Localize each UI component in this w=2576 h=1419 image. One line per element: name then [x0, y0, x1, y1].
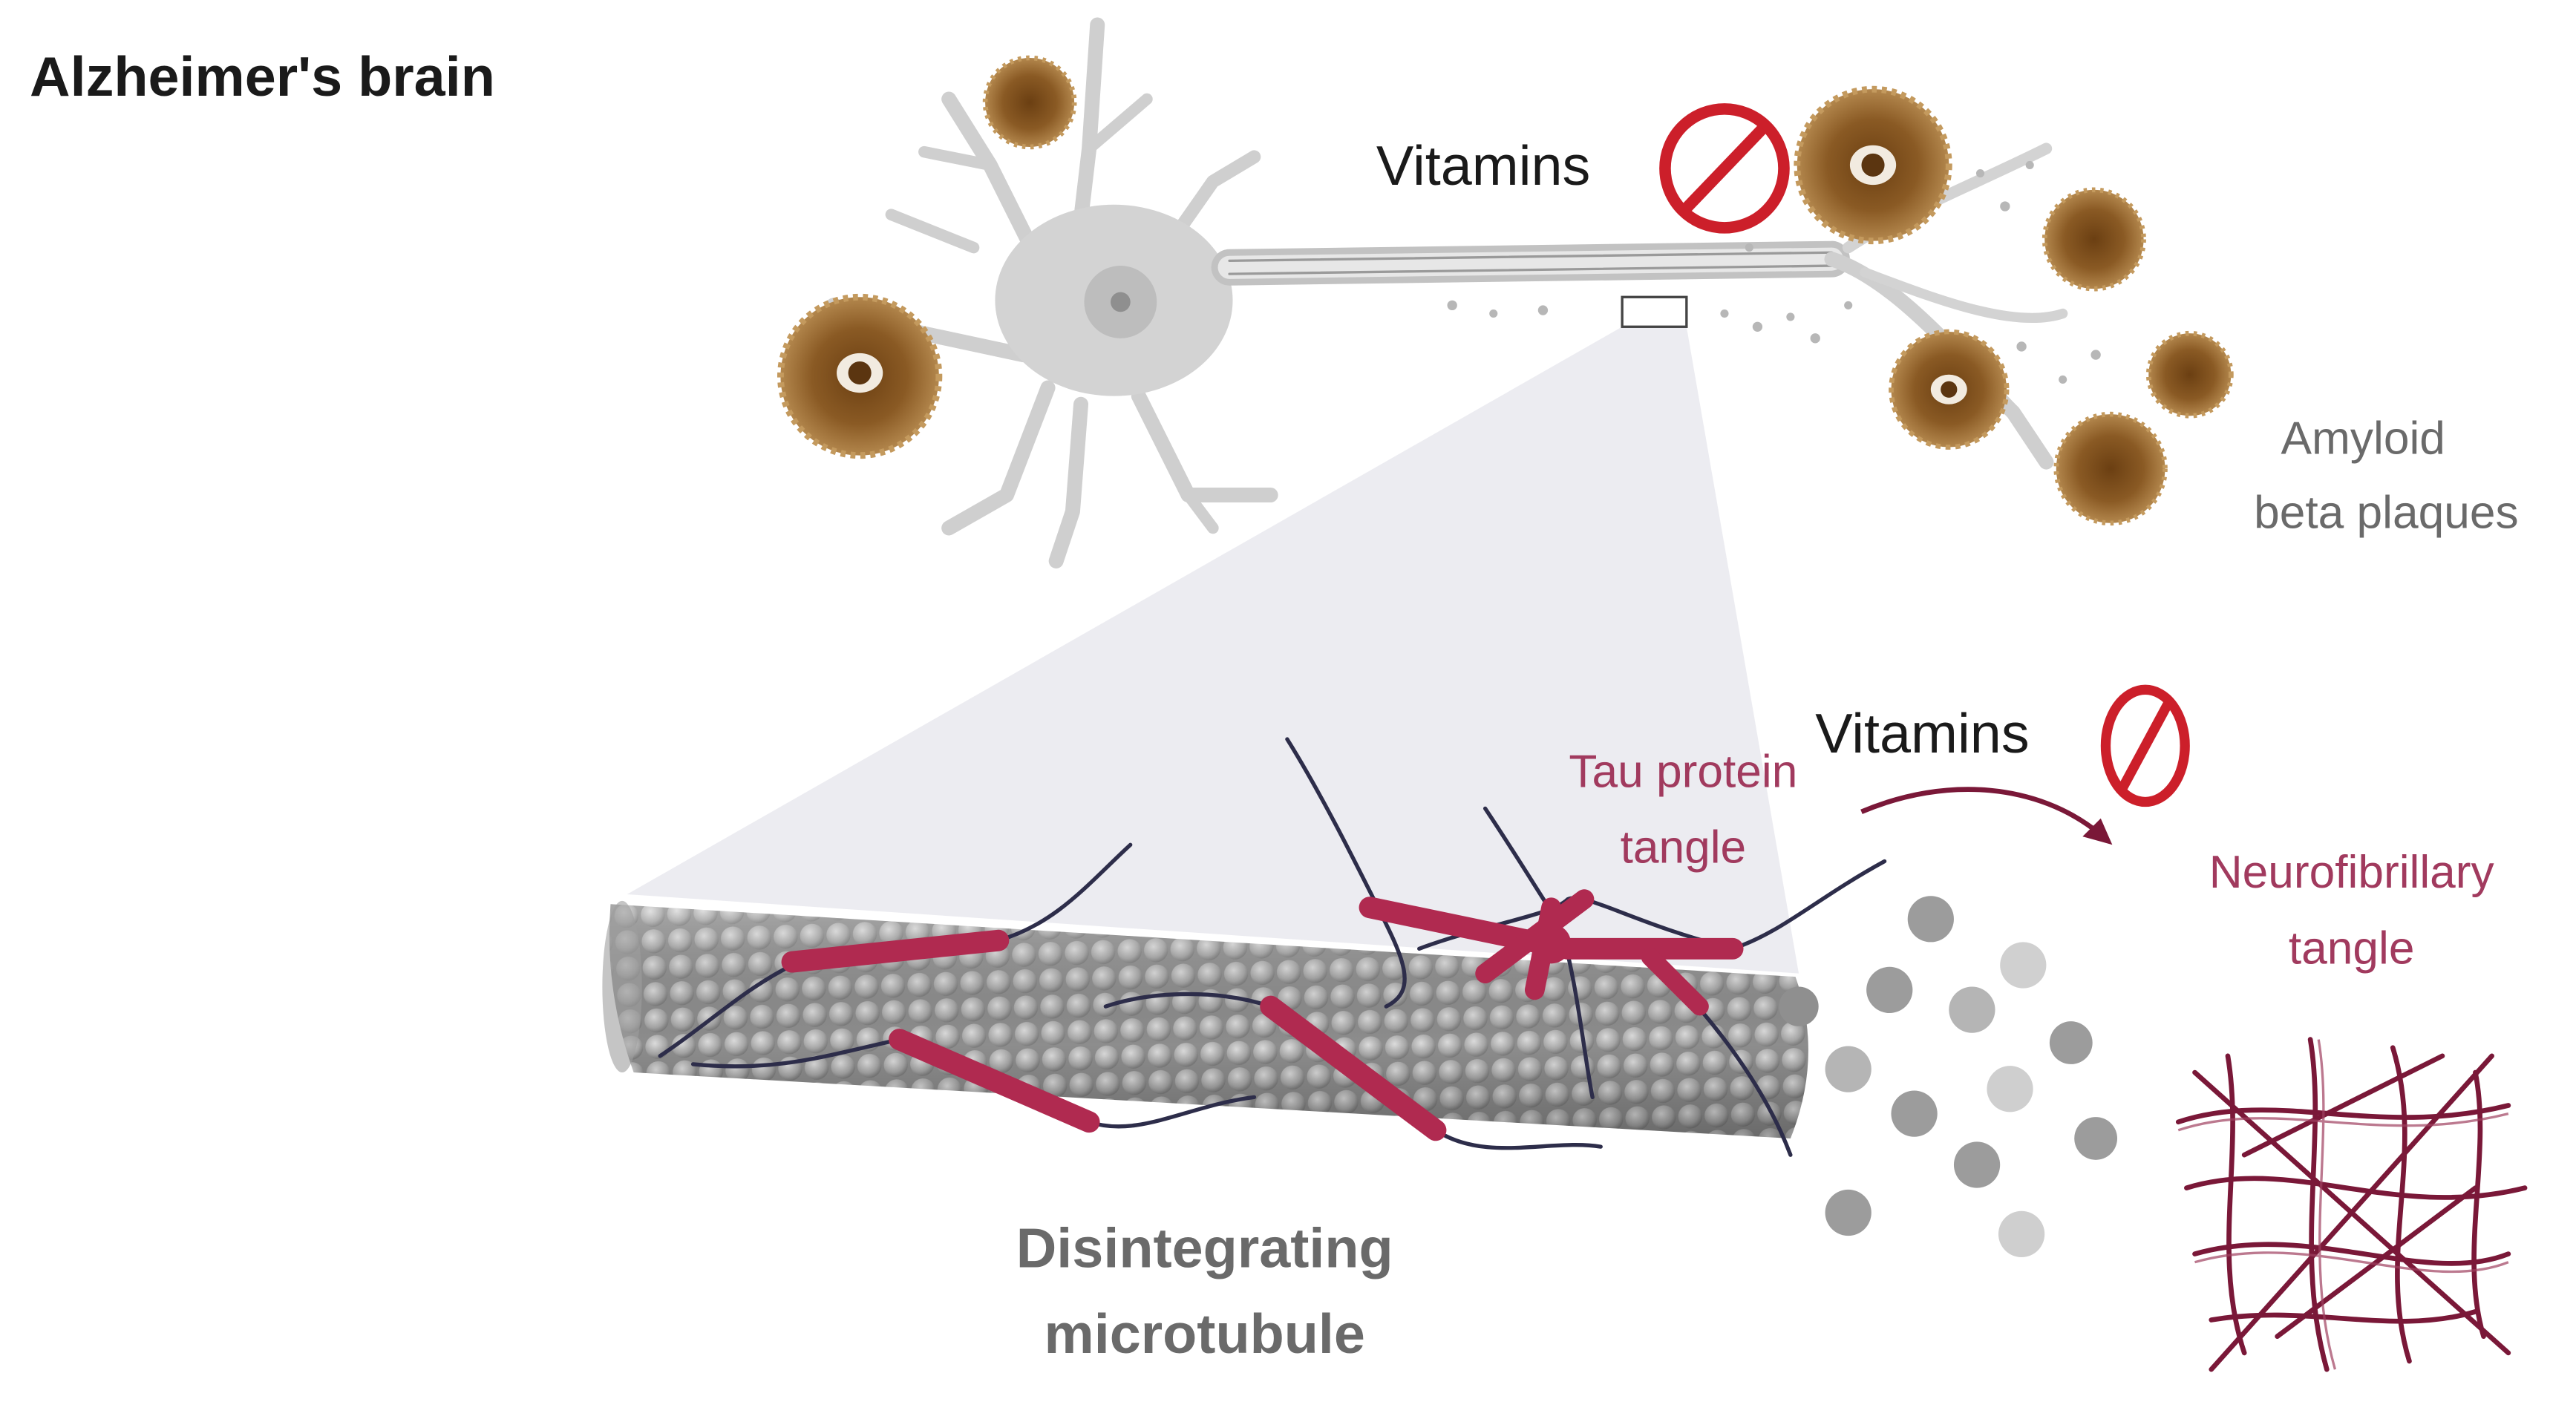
- debris: [1447, 160, 2101, 384]
- zoom-box: [1621, 295, 1688, 328]
- no-symbol-icon: [2100, 684, 2190, 807]
- microtubule-label-line1: Disintegrating: [1016, 1217, 1393, 1279]
- arrow-head: [2082, 818, 2113, 845]
- tau-label-line1: Tau protein: [1569, 746, 1797, 797]
- nucleolus: [1111, 292, 1131, 312]
- tubulin-dimers: [1779, 896, 2118, 1258]
- microtubule-label-line2: microtubule: [1045, 1303, 1365, 1366]
- zoom-wedge: [627, 327, 1799, 974]
- amyloid-plaques: [777, 55, 2234, 526]
- neurofibrillary-tangle-graphic: [2175, 1037, 2528, 1372]
- diagram-title: Alzheimer's brain: [30, 46, 495, 108]
- nft-label-line2: tangle: [2289, 922, 2415, 974]
- nft-label-line1: Neurofibrillary: [2209, 847, 2494, 898]
- no-symbol-icon: [1659, 103, 1790, 234]
- amyloid-label-line2: beta plaques: [2254, 487, 2518, 538]
- tau-proteins: [781, 889, 1744, 1141]
- tangle-highlights: [2177, 1039, 2509, 1370]
- vitamins-label-top: Vitamins: [1376, 135, 1590, 197]
- tau-label-line2: tangle: [1621, 822, 1747, 874]
- curved-arrow-icon: [1860, 787, 2101, 836]
- vitamins-label-bottom: Vitamins: [1815, 703, 2029, 765]
- amyloid-label-line1: Amyloid: [2281, 413, 2445, 464]
